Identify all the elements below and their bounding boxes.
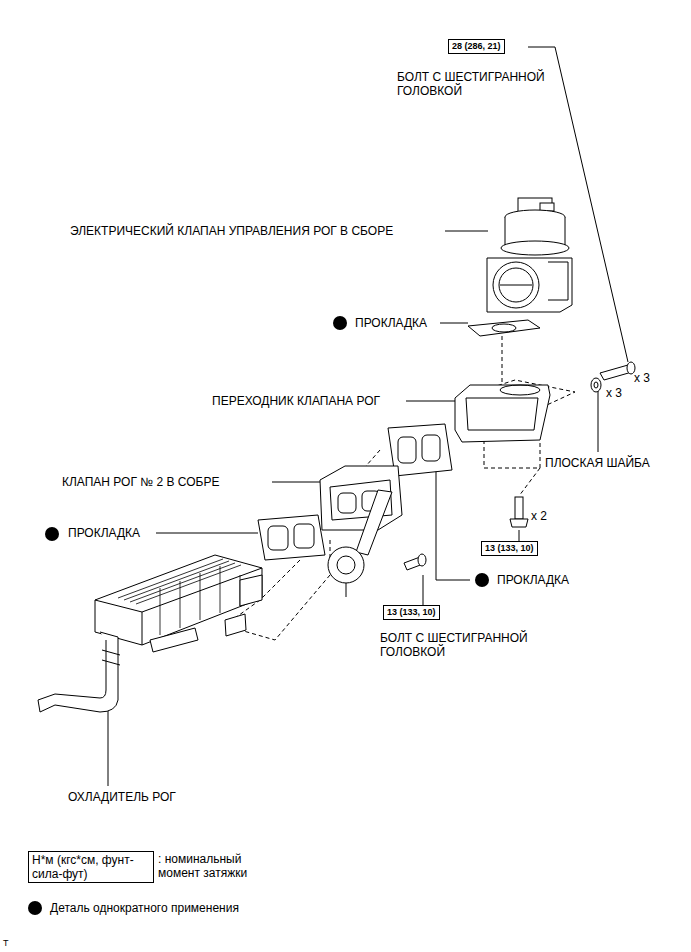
node-text: Н*м (кгс*см, фунт-сила-фут): [32, 853, 150, 881]
part-name: ПРОКЛАДКА: [68, 526, 140, 540]
part-name: БОЛТ С ШЕСТИГРАННОЙ ГОЛОВКОЙ: [397, 70, 572, 98]
legend-torque-box: Н*м (кгс*см, фунт-сила-фут): [28, 851, 154, 883]
quantity: x 3: [634, 371, 650, 385]
part-name: ПЛОСКАЯ ШАЙБА: [545, 456, 650, 470]
node-text: 13 (133, 10): [387, 607, 436, 618]
legend-text: Деталь однократного применения: [50, 901, 239, 915]
part-name: БОЛТ С ШЕСТИГРАННОЙ ГОЛОВКОЙ: [380, 631, 555, 659]
torque-box: 13 (133, 10): [481, 541, 538, 556]
quantity: x 2: [531, 509, 547, 523]
node-text: 28 (286, 21): [452, 41, 501, 52]
part-name: ОХЛАДИТЕЛЬ РОГ: [68, 790, 176, 804]
part-name: ПЕРЕХОДНИК КЛАПАНА РОГ: [212, 394, 380, 408]
part-name: КЛАПАН РОГ № 2 В СОБРЕ: [62, 475, 219, 489]
legend-text: : номинальный момент затяжки: [158, 852, 258, 880]
part-name: ПРОКЛАДКА: [355, 316, 427, 330]
torque-box: 28 (286, 21): [448, 39, 505, 54]
page-mark: T: [3, 936, 9, 950]
part-name: ПРОКЛАДКА: [497, 573, 569, 587]
part-name: ЭЛЕКТРИЧЕСКИЙ КЛАПАН УПРАВЛЕНИЯ РОГ В СБ…: [70, 224, 393, 238]
torque-box: 13 (133, 10): [383, 605, 440, 620]
quantity: x 3: [606, 386, 622, 400]
node-text: 13 (133, 10): [485, 543, 534, 554]
